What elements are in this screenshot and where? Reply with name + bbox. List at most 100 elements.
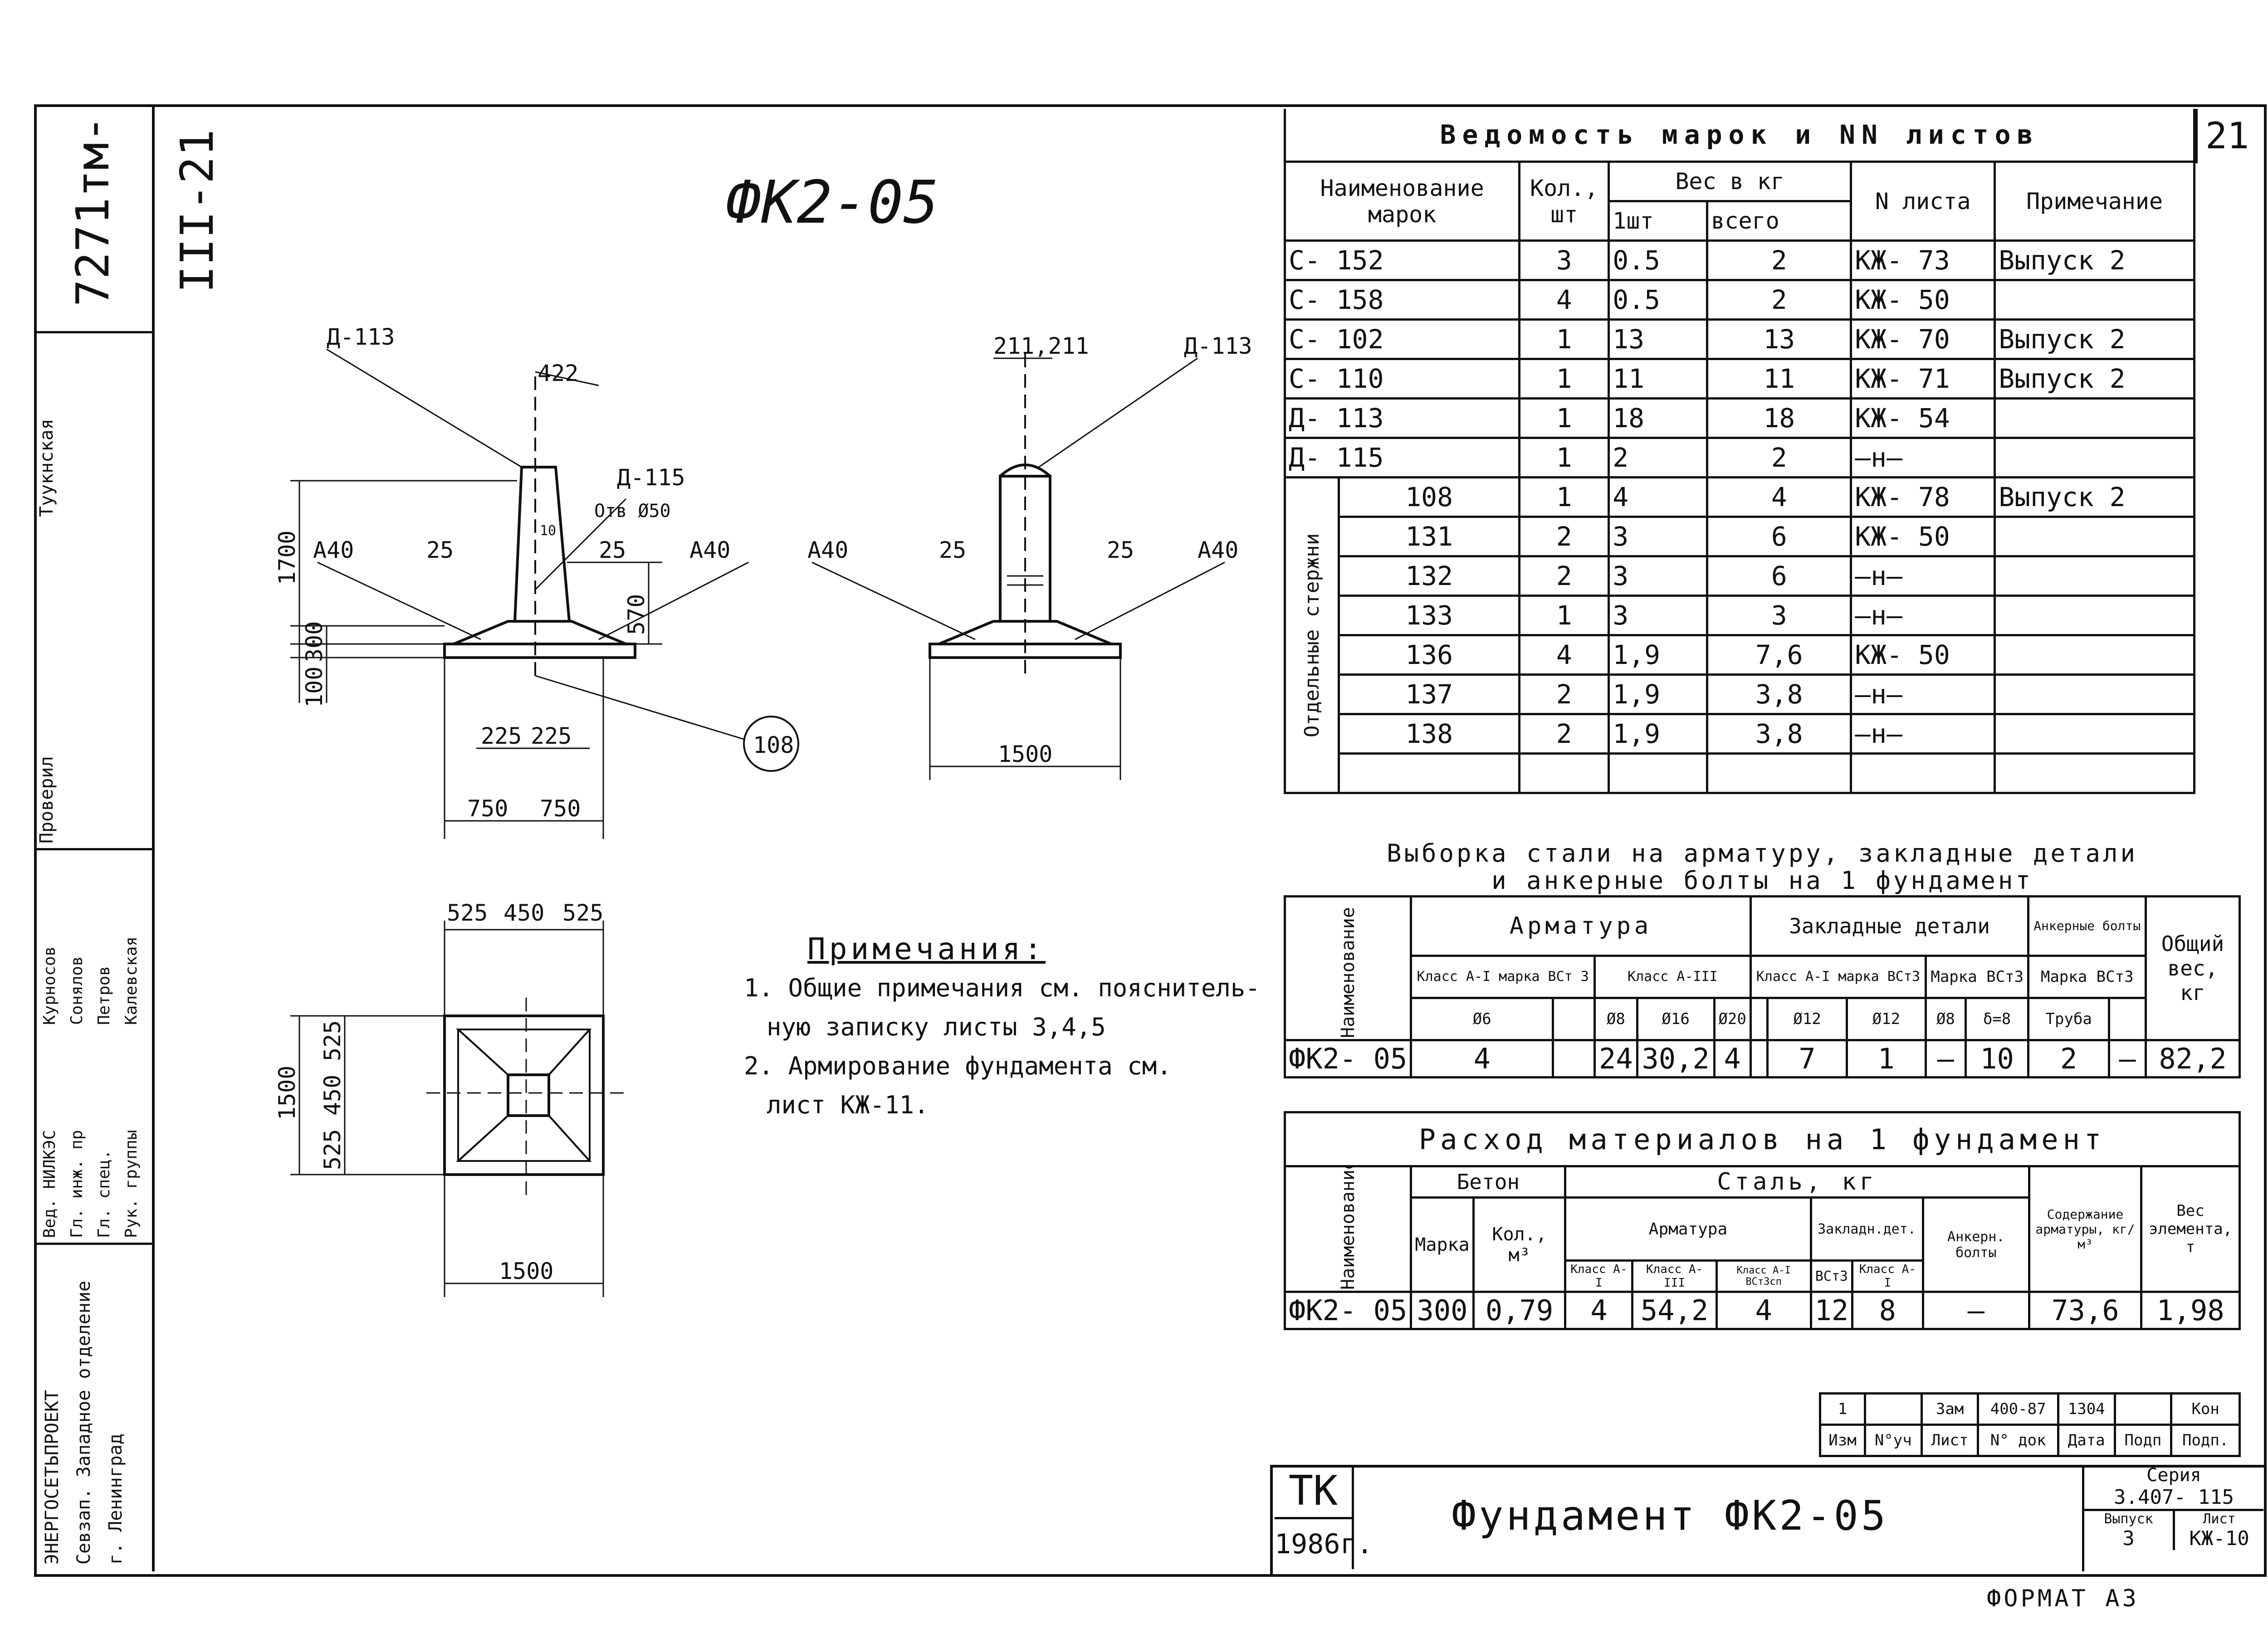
steel-value: —	[1924, 1039, 1967, 1078]
stamp-name: Калевская	[122, 936, 141, 1025]
group-label: Отдельные стержни	[1285, 477, 1339, 793]
table-cell: Выпуск 2	[1994, 358, 2195, 400]
dim-label: 750	[540, 795, 581, 822]
materials-table: Расход материалов на 1 фундамент Наимено…	[1283, 1111, 2241, 1330]
mat-h-arm: Арматура	[1564, 1196, 1812, 1262]
side-org: ЭНЕРГОСЕТЬПРОЕКТ Севзап. Западное отделе…	[36, 1247, 145, 1565]
table-cell	[1994, 752, 2195, 794]
table-cell: 3	[1608, 555, 1709, 597]
revision-cell: Изм	[1819, 1424, 1866, 1457]
table-cell: 1	[1518, 318, 1610, 360]
table-cell: 138	[1337, 713, 1521, 755]
dim-label: А40	[313, 537, 354, 563]
table-cell	[1850, 752, 1996, 794]
steel-c5: Марка ВСт3	[1924, 954, 2030, 999]
mat-s3: Класс А-I ВСт3сп	[1715, 1259, 1812, 1293]
mat-s2: Класс А-III	[1631, 1259, 1718, 1293]
col-note: Примечание	[1994, 161, 2195, 242]
dim-label: 300	[301, 621, 327, 662]
stamp-name: Сонялов	[68, 956, 86, 1025]
series-value: 3.407- 115	[2084, 1486, 2263, 1511]
sheet-code: 7271тм-III-21	[66, 115, 224, 307]
table-cell: КЖ- 50	[1850, 634, 1996, 676]
table-cell	[1337, 752, 1521, 794]
revision-cell: Подп.	[2170, 1424, 2241, 1457]
table-cell: КЖ- 78	[1850, 476, 1996, 518]
mat-h-name: Наименование элемента	[1285, 1166, 1411, 1292]
dim-label: 225	[531, 723, 572, 749]
tk-label: ТК	[1275, 1465, 1354, 1519]
plan-outline	[443, 1014, 605, 1176]
front-pyramid	[453, 620, 627, 645]
steel-diameter: Ø6	[1410, 996, 1554, 1042]
table-cell	[1608, 752, 1709, 794]
foundation-drawings: Д-113 422 Д-115 Отв Ø50 А40 А40 25 25 10…	[274, 324, 1252, 1297]
issue-label: Выпуск	[2104, 1511, 2153, 1527]
revision-cell: N° док	[1977, 1424, 2059, 1457]
dim-label: 25	[1107, 537, 1134, 563]
table-cell: 6	[1706, 555, 1853, 597]
table-cell: 1,9	[1608, 634, 1709, 676]
stamp-name: Туукнская	[36, 419, 57, 517]
table-cell: 3	[1518, 239, 1610, 281]
table-cell: 2	[1706, 239, 1853, 281]
sheet-value: КЖ-10	[2189, 1527, 2249, 1550]
side-strip-border	[34, 104, 155, 1571]
table-cell	[1994, 673, 2195, 715]
table-cell: 4	[1608, 476, 1709, 518]
steel-value: 1	[1845, 1039, 1927, 1078]
mat-h-weight: Вес элемента, т	[2140, 1165, 2241, 1293]
table-cell: 7,6	[1706, 634, 1853, 676]
mat-s1: Класс А-I	[1564, 1259, 1634, 1293]
table-row	[1285, 752, 2195, 794]
mat-h-anch: Анкерн. болты	[1921, 1196, 2031, 1293]
table-cell: 11	[1608, 358, 1709, 400]
dim-label: 100	[301, 667, 327, 707]
table-cell: Выпуск 2	[1994, 318, 2195, 360]
table-cell: 2	[1706, 279, 1853, 321]
mat-row-anch: —	[1921, 1291, 2031, 1330]
mat-h-content: Содержание арматуры, кг/м³	[2028, 1165, 2142, 1293]
plan-column	[507, 1073, 550, 1117]
steel-table: Выборка стали на арматуру, закладные дет…	[1283, 839, 2241, 1078]
table-cell: 2	[1518, 673, 1610, 715]
steel-diameter: Ø12	[1845, 996, 1927, 1042]
dim-label: А40	[1198, 537, 1238, 563]
table-cell: 108	[1337, 476, 1521, 518]
revision-cell: N°уч	[1863, 1424, 1923, 1457]
note-line: ную записку листы 3,4,5	[767, 1013, 1106, 1041]
table-cell	[1994, 516, 2195, 557]
front-column	[513, 466, 571, 623]
dim-label: Д-113	[1184, 333, 1252, 359]
dim-label: 225	[481, 723, 522, 749]
mat-row-e2: 8	[1851, 1291, 1924, 1330]
mat-row-a3: 4	[1715, 1291, 1812, 1330]
steel-diameter: δ=8	[1964, 996, 2030, 1042]
dim-label: Д-113	[327, 324, 395, 350]
mat-h-concrete: Бетон	[1410, 1165, 1567, 1199]
dim-label: 25	[426, 537, 454, 563]
mat-row-e1: 12	[1809, 1291, 1854, 1330]
col-wall: всего	[1706, 200, 1853, 242]
col-w1: 1шт	[1608, 200, 1709, 242]
steel-h-anchor: Анкерные болты	[2027, 895, 2147, 957]
steel-c2: Класс А-III	[1593, 954, 1752, 999]
dim-label: 10	[540, 523, 556, 539]
revision-cell	[2113, 1392, 2173, 1426]
table-cell: —н—	[1850, 555, 1996, 597]
table-cell: —н—	[1850, 713, 1996, 755]
mat-h-steel: Сталь, кг	[1564, 1165, 2030, 1199]
dim-label: 1500	[998, 741, 1052, 767]
table-cell: 6	[1706, 516, 1853, 557]
mat-row-weight: 1,98	[2140, 1291, 2241, 1330]
table-cell: 11	[1706, 358, 1853, 400]
table-cell: 2	[1518, 555, 1610, 597]
dim-label: 211,211	[993, 333, 1089, 359]
table-cell	[1706, 752, 1853, 794]
table-cell: 137	[1337, 673, 1521, 715]
table-cell: С- 158	[1283, 279, 1521, 321]
